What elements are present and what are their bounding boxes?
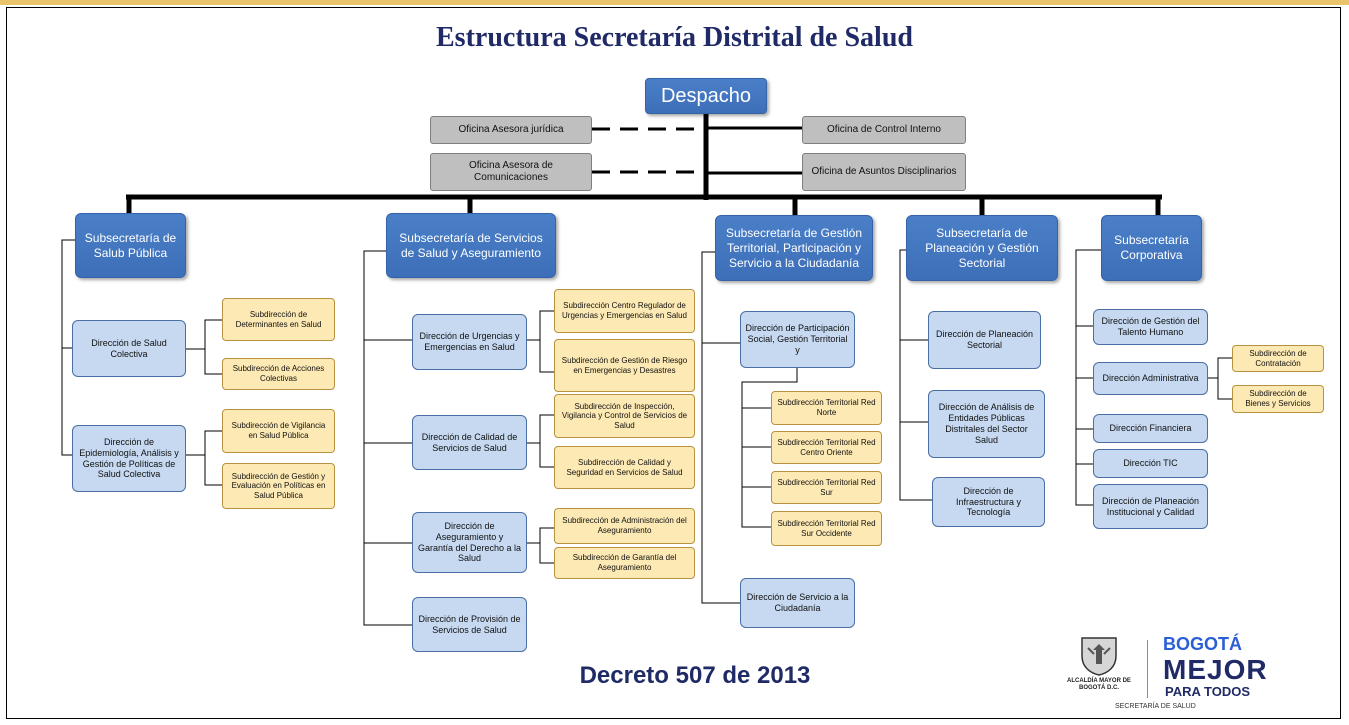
direccion-epidemiologia: Dirección de Epidemiología, Análisis y G…	[72, 425, 186, 492]
subsecretaria-servicios: Subsecretaría de Servicios de Salud y As…	[386, 213, 556, 278]
subsecretaria-salud-publica: Subsecretaría de Salub Pública	[75, 213, 186, 278]
direccion-planeacion-sectorial: Dirección de Planeación Sectorial	[928, 311, 1041, 369]
subdireccion-vigilancia: Subdirección de Vigilancia en Salud Públ…	[222, 409, 335, 453]
subdireccion-acciones-colectivas: Subdirección de Acciones Colectivas	[222, 358, 335, 390]
subdireccion-determinantes: Subdirección de Determinantes en Salud	[222, 298, 335, 341]
direccion-talento-humano: Dirección de Gestión del Talento Humano	[1093, 309, 1208, 345]
direccion-analisis-entidades: Dirección de Análisis de Entidades Públi…	[928, 390, 1045, 458]
subdireccion-inspeccion: Subdirección de Inspección, Vigilancia y…	[554, 394, 695, 438]
subdireccion-garantia-aseguramiento: Subdirección de Garantía del Aseguramien…	[554, 547, 695, 579]
para-todos-wordmark: PARA TODOS	[1165, 684, 1250, 699]
coat-of-arms-icon	[1081, 637, 1117, 676]
subdireccion-red-sur: Subdirección Territorial Red Sur	[771, 471, 882, 504]
direccion-planeacion-institucional: Dirección de Planeación Institucional y …	[1093, 484, 1208, 529]
direccion-participacion-social: Dirección de Participación Social, Gesti…	[740, 311, 855, 368]
direccion-urgencias: Dirección de Urgencias y Emergencias en …	[412, 314, 527, 370]
subdireccion-red-sur-occidente: Subdirección Territorial Red Sur Occiden…	[771, 511, 882, 546]
subdireccion-gestion-evaluacion: Subdirección de Gestión y Evaluación en …	[222, 463, 335, 509]
top-accent-bar	[0, 0, 1349, 5]
subsecretaria-planeacion: Subsecretaría de Planeación y Gestión Se…	[906, 215, 1058, 281]
subdireccion-administracion-aseguramiento: Subdirección de Administración del Asegu…	[554, 508, 695, 544]
bogota-wordmark: BOGOTÁ	[1163, 634, 1242, 654]
direccion-servicio-ciudadania: Dirección de Servicio a la Ciudadanía	[740, 578, 855, 628]
despacho-box: Despacho	[645, 78, 767, 114]
direccion-salud-colectiva: Dirección de Salud Colectiva	[72, 320, 186, 377]
subsecretaria-gestion-territorial: Subsecretaría de Gestión Territorial, Pa…	[715, 215, 873, 281]
subdireccion-gestion-riesgo: Subdirección de Gestión de Riesgo en Eme…	[554, 339, 695, 392]
decree-caption: Decreto 507 de 2013	[579, 662, 811, 689]
logo-separator	[1147, 640, 1148, 698]
subdireccion-calidad-seguridad: Subdirección de Calidad y Seguridad en S…	[554, 446, 695, 489]
direccion-financiera: Dirección Financiera	[1093, 414, 1208, 443]
direccion-calidad: Dirección de Calidad de Servicios de Sal…	[412, 415, 527, 470]
direccion-tic: Dirección TIC	[1093, 449, 1208, 478]
direccion-aseguramiento: Dirección de Aseguramiento y Garantía de…	[412, 512, 527, 573]
secretaria-salud-label: SECRETARÍA DE SALUD	[1115, 703, 1196, 710]
oficina-comunicaciones-box: Oficina Asesora de Comunicaciones	[430, 153, 592, 191]
page-title: Estructura Secretaría Distrital de Salud	[436, 22, 913, 53]
subdireccion-red-centro-oriente: Subdirección Territorial Red Centro Orie…	[771, 431, 882, 464]
subdireccion-centro-regulador: Subdirección Centro Regulador de Urgenci…	[554, 289, 695, 333]
direccion-provision: Dirección de Provisión de Servicios de S…	[412, 597, 527, 652]
subsecretaria-corporativa: Subsecretaría Corporativa	[1101, 215, 1202, 281]
slide-frame	[6, 7, 1341, 719]
subdireccion-bienes-servicios: Subdirección de Bienes y Servicios	[1232, 385, 1324, 413]
direccion-infraestructura: Dirección de Infraestructura y Tecnologí…	[932, 477, 1045, 527]
alcaldia-label: ALCALDÍA MAYOR DE BOGOTÁ D.C.	[1067, 678, 1131, 692]
oficina-disciplinarios-box: Oficina de Asuntos Disciplinarios	[802, 153, 966, 191]
subdireccion-red-norte: Subdirección Territorial Red Norte	[771, 391, 882, 425]
direccion-administrativa: Dirección Administrativa	[1093, 362, 1208, 395]
oficina-juridica-box: Oficina Asesora jurídica	[430, 116, 592, 144]
oficina-control-interno-box: Oficina de Control Interno	[802, 116, 966, 144]
subdireccion-contratacion: Subdirección de Contratación	[1232, 345, 1324, 372]
bogota-logo: ALCALDÍA MAYOR DE BOGOTÁ D.C. BOGOTÁ MEJ…	[1065, 632, 1305, 716]
mejor-wordmark: MEJOR	[1163, 654, 1268, 685]
